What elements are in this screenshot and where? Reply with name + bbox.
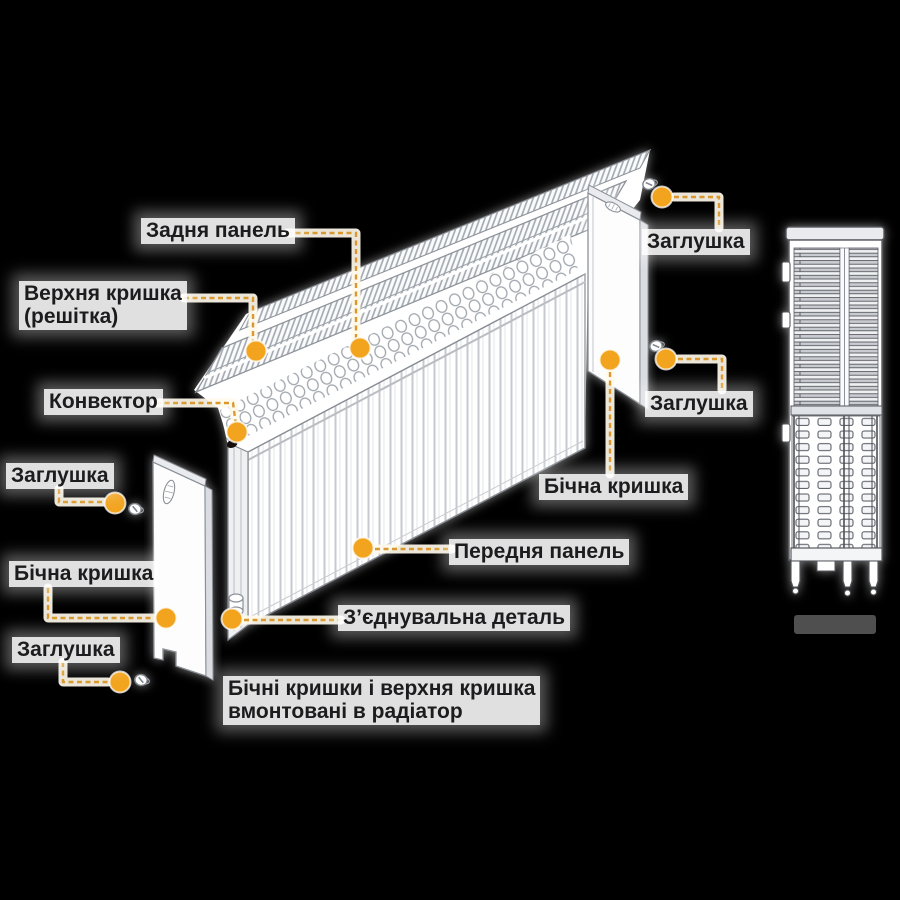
cross-section-view	[781, 226, 885, 597]
back-panel	[238, 148, 652, 332]
label-convector: Конвектор	[44, 389, 163, 415]
label-plug-left-top: Заглушка	[6, 463, 114, 489]
label-back-panel: Задня панель	[141, 218, 295, 244]
label-note: Бічні кришки і верхня кришка вмонтовані …	[223, 676, 541, 725]
convector-fins	[220, 234, 578, 446]
top-grille	[194, 179, 628, 394]
exploded-radiator	[194, 148, 652, 642]
marker-dot	[103, 491, 127, 515]
side-cover-right-part	[587, 184, 649, 410]
label-plug-right-mid: Заглушка	[645, 391, 753, 417]
screw-icon	[133, 672, 152, 688]
section-shadow	[794, 615, 876, 634]
label-plug-left-bottom: Заглушка	[12, 637, 120, 663]
side-cover-left-part	[152, 454, 214, 681]
front-panel	[227, 272, 586, 642]
marker-dot	[598, 348, 622, 372]
marker-dot	[348, 336, 372, 360]
label-side-cover-left: Бічна кришка	[9, 561, 159, 587]
label-note-line2: вмонтовані в радіатор	[228, 700, 463, 723]
label-top-cover: Верхня кришка (решітка)	[19, 281, 187, 330]
marker-dot	[220, 607, 244, 631]
label-connector: З’єднувальна деталь	[338, 605, 570, 631]
label-plug-right-top: Заглушка	[642, 229, 750, 255]
marker-dot	[225, 420, 249, 444]
label-top-cover-line2: (решітка)	[24, 305, 119, 328]
marker-dot	[108, 670, 132, 694]
marker-dot	[154, 606, 178, 630]
label-side-cover-right: Бічна кришка	[539, 474, 689, 500]
label-top-cover-line1: Верхня кришка	[24, 282, 182, 305]
leader-lines	[43, 192, 727, 687]
label-note-line1: Бічні кришки і верхня кришка	[228, 677, 536, 700]
screw-icon	[127, 501, 146, 517]
marker-dot	[351, 536, 375, 560]
label-front-panel: Передня панель	[449, 539, 630, 565]
marker-dot	[244, 339, 268, 363]
marker-dot	[654, 347, 678, 371]
marker-dot	[650, 185, 674, 209]
marker-dots	[103, 185, 678, 694]
